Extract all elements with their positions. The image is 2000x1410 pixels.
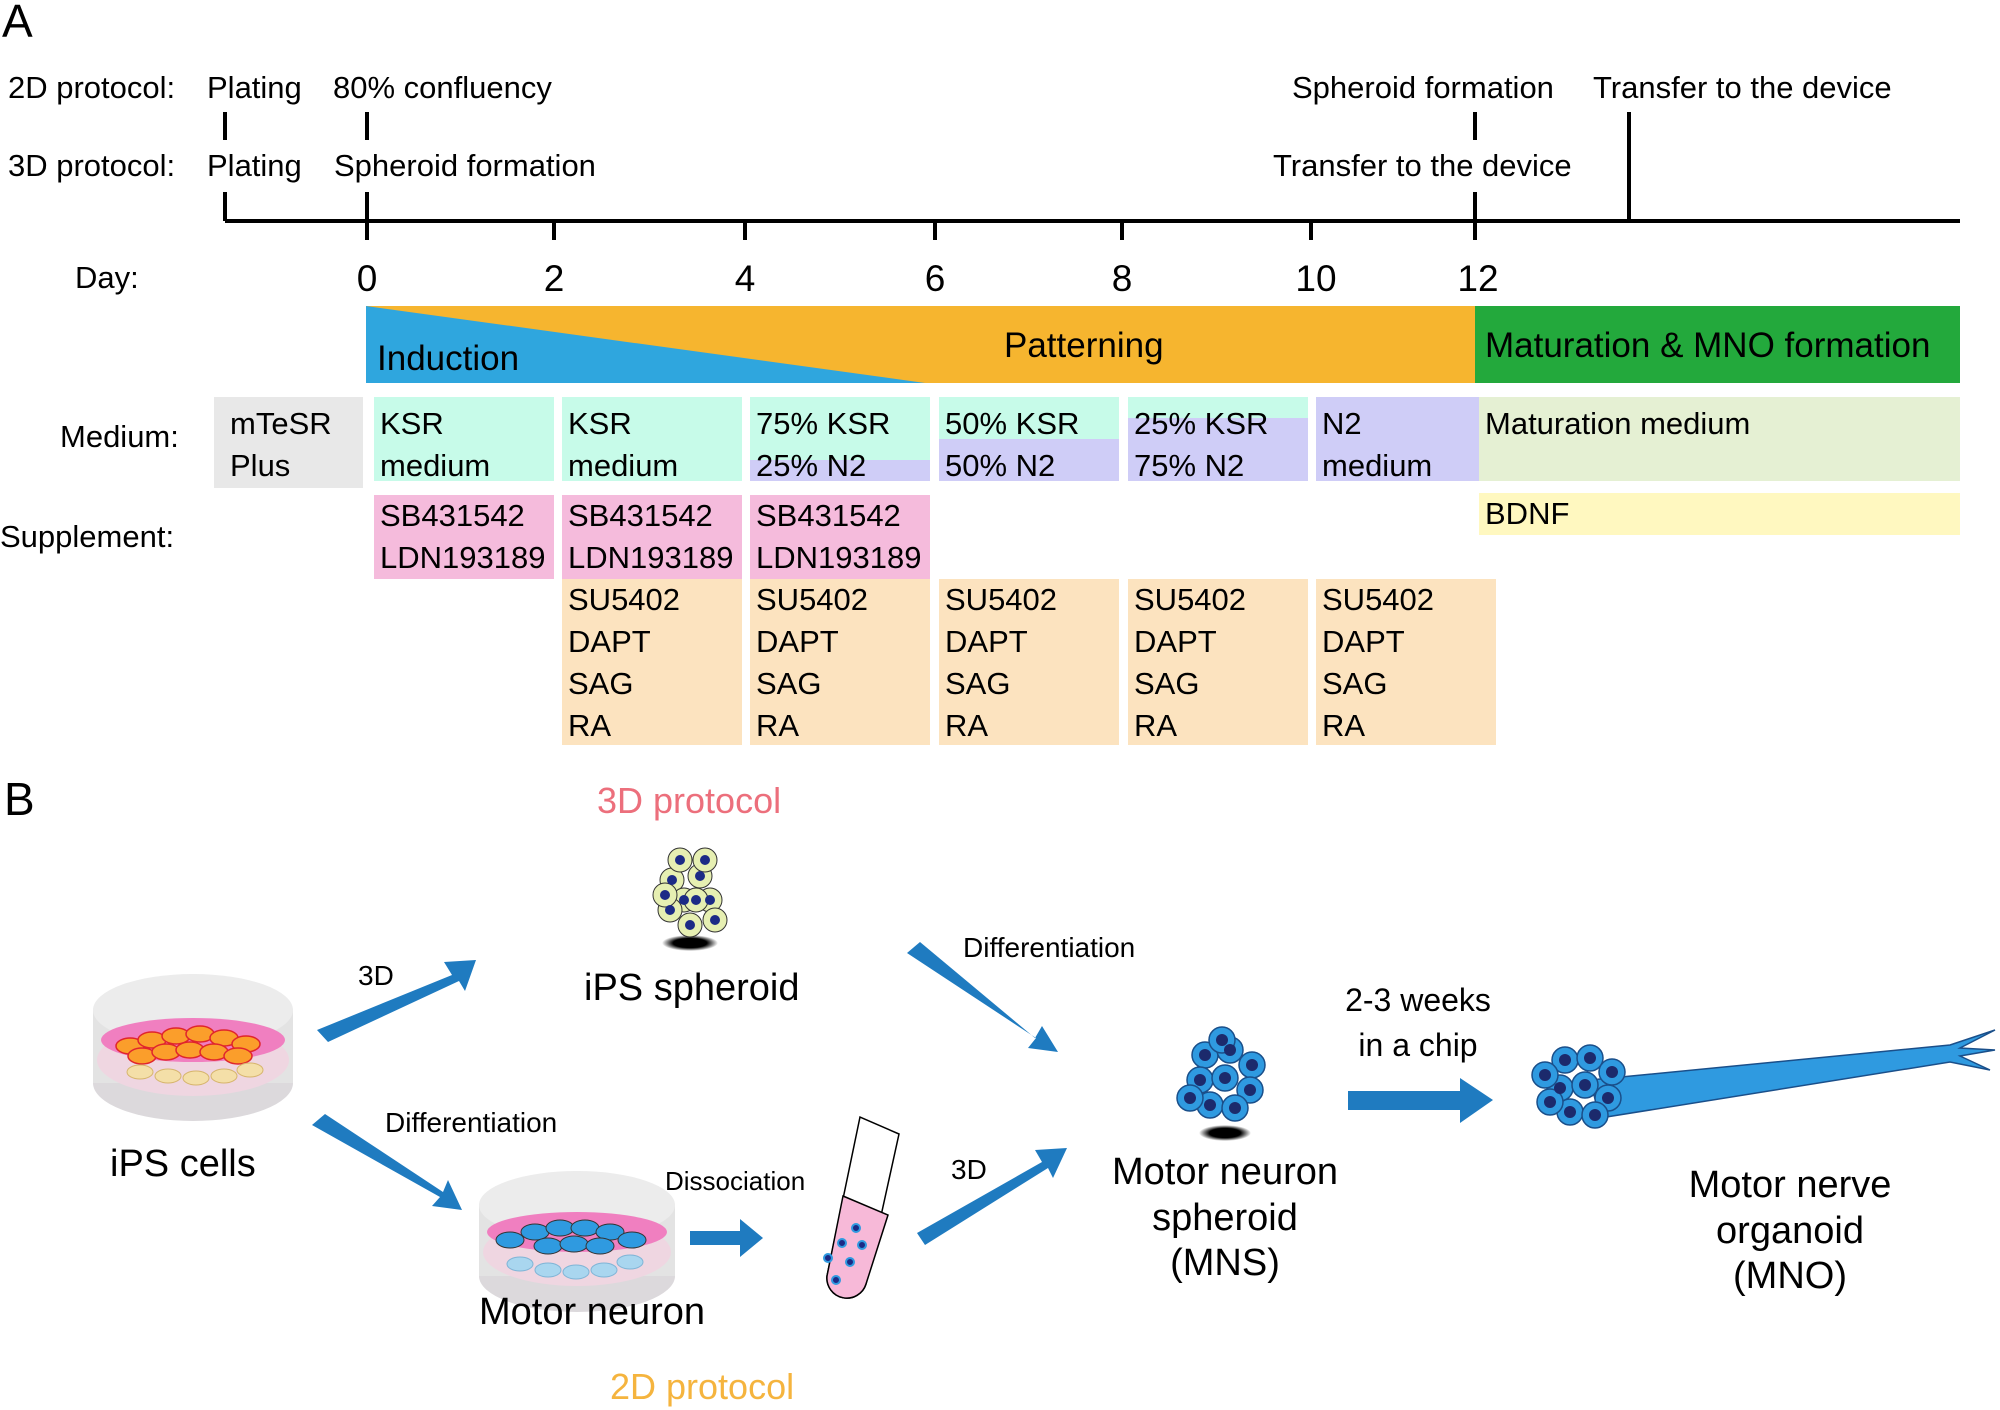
ksr-fraction-fill (939, 397, 1119, 439)
panel-b-label: B (4, 773, 35, 825)
day-tick-label: 2 (543, 258, 565, 299)
patterning-label: Patterning (1004, 326, 1164, 365)
tube-icon (823, 1115, 900, 1299)
medium-maturation: Maturation medium (1479, 397, 1960, 481)
phase-band (366, 306, 1960, 383)
ips-spheroid-icon (652, 847, 728, 951)
day-tick-label: 0 (356, 258, 378, 299)
day-tick-label: 6 (924, 258, 946, 299)
arrow-label-dissociation: Dissociation (665, 1166, 806, 1196)
mno-organoid-icon (1531, 1029, 1996, 1129)
ips-cells-label: iPS cells (110, 1143, 256, 1185)
maturation-band (1475, 306, 1960, 383)
medium-row-label: Medium: (60, 419, 179, 454)
arrow-label-weeks-in-chip: 2-3 weeks in a chip (1345, 982, 1491, 1063)
mns-spheroid-icon (1176, 1026, 1266, 1141)
day-tick-label: 10 (1295, 258, 1337, 299)
mno-label: Motor nerve organoid (MNO) (1688, 1164, 1892, 1298)
ips-spheroid-label: iPS spheroid (584, 967, 800, 1009)
ksr-fraction-fill (750, 397, 930, 460)
protocol-2d-label: 2D protocol: (8, 70, 176, 105)
induction-label: Induction (377, 339, 520, 378)
protocol-2d-title: 2D protocol (610, 1366, 795, 1407)
mns-label: Motor neuron spheroid (MNS) (1111, 1151, 1338, 1285)
arrow-tube-to-mns (917, 1148, 1067, 1245)
maturation-label: Maturation & MNO formation (1485, 326, 1931, 365)
event-3d-spheroid-formation: Spheroid formation (334, 148, 596, 183)
arrow-dish-to-tube (690, 1219, 763, 1257)
event-2d-spheroid-formation: Spheroid formation (1292, 70, 1554, 105)
event-2d-plating: Plating (207, 70, 302, 105)
arrow-label-differentiation-bottom: Differentiation (385, 1107, 558, 1138)
medium-pre-mtesr: mTeSR Plus (214, 397, 363, 488)
day-tick-label: 4 (734, 258, 756, 299)
supplement-bdnf: BDNF (1479, 493, 1960, 535)
arrow-mns-to-mno (1348, 1078, 1493, 1123)
event-2d-transfer: Transfer to the device (1593, 70, 1892, 105)
protocol-3d-title: 3D protocol (597, 780, 782, 821)
arrow-label-3d-top: 3D (358, 960, 394, 991)
event-3d-transfer: Transfer to the device (1273, 148, 1572, 183)
timeline-axis (223, 112, 1960, 240)
arrow-label-3d-bottom: 3D (951, 1154, 987, 1185)
protocol-3d-label: 3D protocol: (8, 148, 176, 183)
induction-band (366, 306, 925, 383)
ksr-fraction-fill (1128, 397, 1308, 418)
motor-neuron-dish-icon (479, 1171, 675, 1312)
ksr-fraction-fill (562, 397, 742, 481)
ksr-fraction-fill (374, 397, 554, 481)
event-2d-confluency: 80% confluency (333, 70, 552, 105)
day-tick-label: 8 (1111, 258, 1133, 299)
arrow-ips-to-spheroid (317, 960, 476, 1042)
day-tick-label: 12 (1457, 258, 1499, 299)
ips-cells-dish-icon (93, 974, 293, 1121)
motor-neuron-label: Motor neuron (479, 1291, 706, 1333)
day-axis-label: Day: (75, 260, 139, 295)
supplement-row-label: Supplement: (0, 519, 175, 554)
arrow-spheroid-to-mns (907, 942, 1058, 1052)
arrow-label-differentiation-top: Differentiation (963, 932, 1136, 963)
event-3d-plating: Plating (207, 148, 302, 183)
panel-a-label: A (2, 0, 33, 47)
arrow-ips-to-motor-neuron (312, 1114, 462, 1210)
